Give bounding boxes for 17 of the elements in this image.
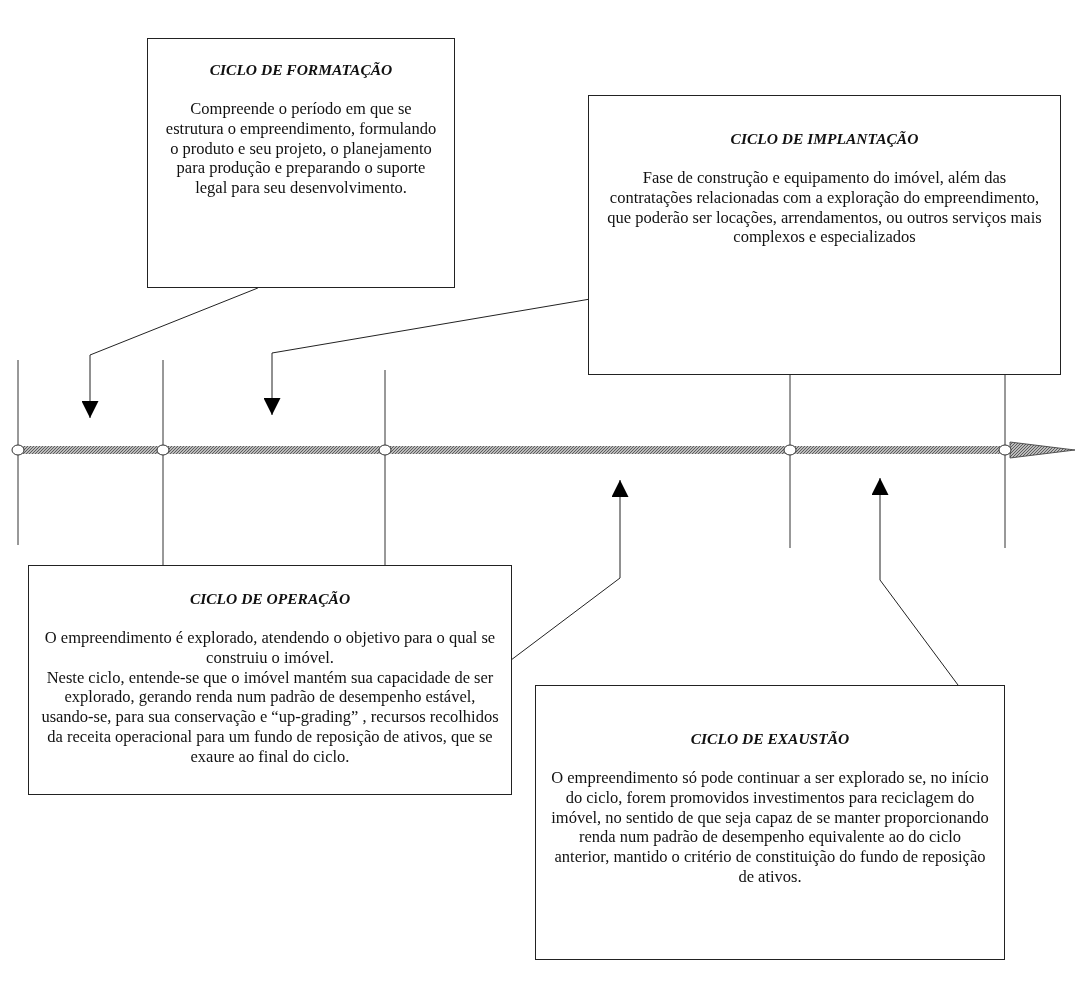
text-box [535,685,1005,960]
text-box [28,565,512,795]
cycle-title: CICLO DE EXAUSTÃO [689,730,851,748]
arrow [871,477,959,686]
text-box [147,38,455,288]
cycle-title: CICLO DE OPERAÇÃO [188,590,352,608]
cycle-title: CICLO DE FORMATAÇÃO [208,61,394,79]
arrow [81,287,259,419]
arrow [263,298,589,416]
cycle-description: O empreendimento é explorado, atendendo o objetivo para o qual se construiu o imóvel. [43,628,497,668]
arrow [511,479,629,660]
cycle-description: Neste ciclo, entende-se que o imóvel mantém sua capacidade de ser explorado, gerando renda num padrão de desempenho estável, usando-se, para sua conservação e “up-grading” , recursos recolhidos da receita operacional para um fundo de reposição de ativos, que se exaure ao final do ciclo. [41,667,499,767]
cycle-description: O empreendimento só pode continuar a ser explorado se, no início do ciclo, forem promovidos investimentos para reciclagem do imóvel, no sentido de que seja capaz de se manter proporcionando renda num padrão de desempenho equivalente ao do ciclo anterior, mantido o critério de constituição do fundo de reposição de ativos. [550,768,990,887]
cycle-description: Fase de construção e equipamento do imóvel, além das contratações relacionadas com a exploração do empreendimento, que poderão ser locações, arrendamentos, ou outros serviços mais complexos e especializados [606,168,1043,248]
cycle-description: Compreende o período em que se estrutura o empreendimento, formulando o produto e seu projeto, o planejamento para produção e preparando o suporte legal para seu desenvolvimento. [164,99,438,198]
cycle-title: CICLO DE IMPLANTAÇÃO [729,130,920,148]
text-box [588,95,1061,375]
